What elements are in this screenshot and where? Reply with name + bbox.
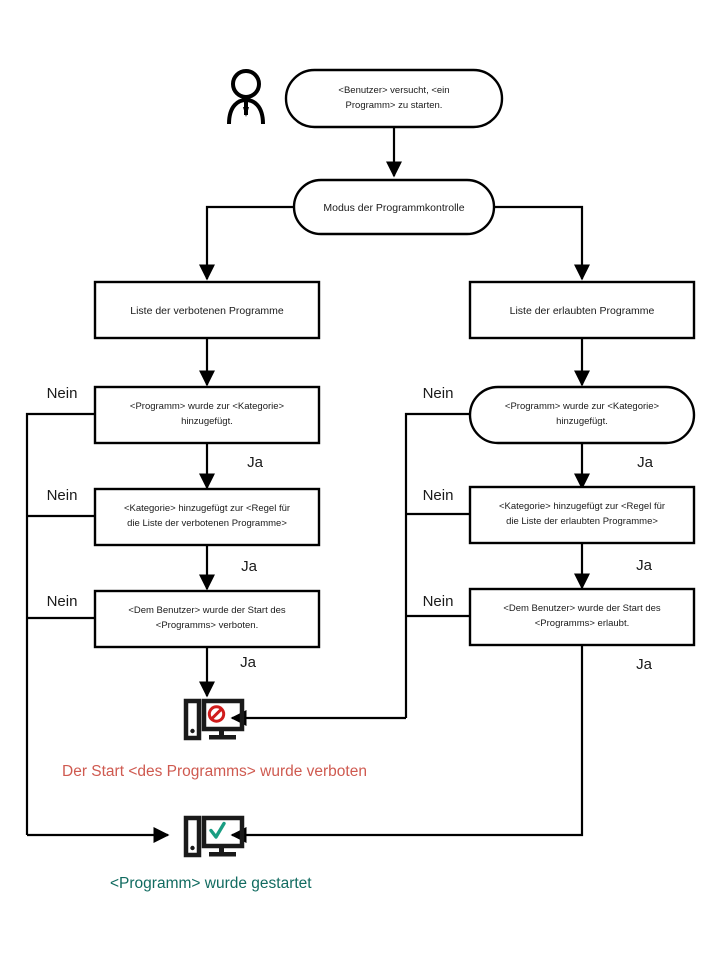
node-left-user-denied-line2: <Programms> verboten. bbox=[156, 620, 258, 631]
node-right-category-added: <Programm> wurde zur <Kategorie> hinzuge… bbox=[468, 385, 696, 445]
computer-blocked-icon bbox=[183, 698, 245, 741]
edge-right-user-yes-to-allowed-icon bbox=[230, 645, 584, 844]
computer-allowed-icon bbox=[183, 815, 245, 858]
node-right-category-added-line1: <Programm> wurde zur <Kategorie> bbox=[505, 401, 660, 412]
node-right-user-allowed-line1: <Dem Benutzer> wurde der Start des bbox=[503, 603, 661, 614]
edge-label-right-rule-no: Nein bbox=[423, 487, 454, 504]
node-left-user-denied-line1: <Dem Benutzer> wurde der Start des bbox=[128, 605, 286, 616]
edge-label-left-user-yes: Ja bbox=[240, 654, 257, 671]
node-start-line2: Programm> zu starten. bbox=[346, 100, 443, 111]
edge-label-right-rule-yes: Ja bbox=[636, 557, 653, 574]
node-right-user-allowed-line2: <Programms> erlaubt. bbox=[535, 618, 630, 629]
edge-label-left-rule-no: Nein bbox=[47, 487, 78, 504]
edge-left-cat-no bbox=[25, 412, 95, 835]
person-icon bbox=[227, 69, 265, 125]
edge-label-left-user-no: Nein bbox=[47, 593, 78, 610]
edge-right-cat-no bbox=[404, 412, 470, 718]
edge-mode-to-right-list bbox=[494, 205, 591, 281]
edge-label-left-cat-no: Nein bbox=[47, 385, 78, 402]
edge-label-right-cat-no: Nein bbox=[423, 385, 454, 402]
edge-label-left-rule-yes: Ja bbox=[241, 558, 258, 575]
node-right-user-allowed: <Dem Benutzer> wurde der Start des <Prog… bbox=[468, 587, 696, 647]
node-left-category-added-line2: hinzugefügt. bbox=[181, 416, 233, 427]
node-left-category-added-line1: <Programm> wurde zur <Kategorie> bbox=[130, 401, 285, 412]
outcome-blocked-label: Der Start <des Programms> wurde verboten bbox=[62, 763, 367, 780]
node-start: <Benutzer> versucht, <ein Programm> zu s… bbox=[284, 68, 504, 129]
node-left-rule-added-line1: <Kategorie> hinzugefügt zur <Regel für bbox=[124, 503, 290, 514]
node-control-mode-label: Modus der Programmkontrolle bbox=[323, 202, 464, 214]
node-right-rule-added-line2: die Liste der erlaubten Programme> bbox=[506, 516, 658, 527]
edge-label-right-user-no: Nein bbox=[423, 593, 454, 610]
node-control-mode: Modus der Programmkontrolle bbox=[292, 178, 496, 236]
node-left-user-denied: <Dem Benutzer> wurde der Start des <Prog… bbox=[93, 589, 321, 649]
node-left-category-added: <Programm> wurde zur <Kategorie> hinzuge… bbox=[93, 385, 321, 445]
node-left-rule-added-line2: die Liste der verbotenen Programme> bbox=[127, 518, 287, 529]
node-right-category-added-line2: hinzugefügt. bbox=[556, 416, 608, 427]
edge-label-right-user-yes: Ja bbox=[636, 656, 653, 673]
node-right-rule-added-line1: <Kategorie> hinzugefügt zur <Regel für bbox=[499, 501, 665, 512]
edge-label-left-cat-yes: Ja bbox=[247, 454, 264, 471]
edge-mode-to-left-list bbox=[198, 205, 294, 281]
edge-label-right-cat-yes: Ja bbox=[637, 454, 654, 471]
node-left-denied-list: Liste der verbotenen Programme bbox=[93, 280, 321, 340]
outcome-started-label: <Programm> wurde gestartet bbox=[110, 875, 312, 892]
node-right-allowed-list-label: Liste der erlaubten Programme bbox=[510, 305, 655, 317]
node-right-allowed-list: Liste der erlaubten Programme bbox=[468, 280, 696, 340]
node-start-line1: <Benutzer> versucht, <ein bbox=[338, 85, 449, 96]
node-left-rule-added: <Kategorie> hinzugefügt zur <Regel für d… bbox=[93, 487, 321, 547]
node-left-denied-list-label: Liste der verbotenen Programme bbox=[130, 305, 284, 317]
connector-group bbox=[25, 127, 591, 844]
node-right-rule-added: <Kategorie> hinzugefügt zur <Regel für d… bbox=[468, 485, 696, 545]
